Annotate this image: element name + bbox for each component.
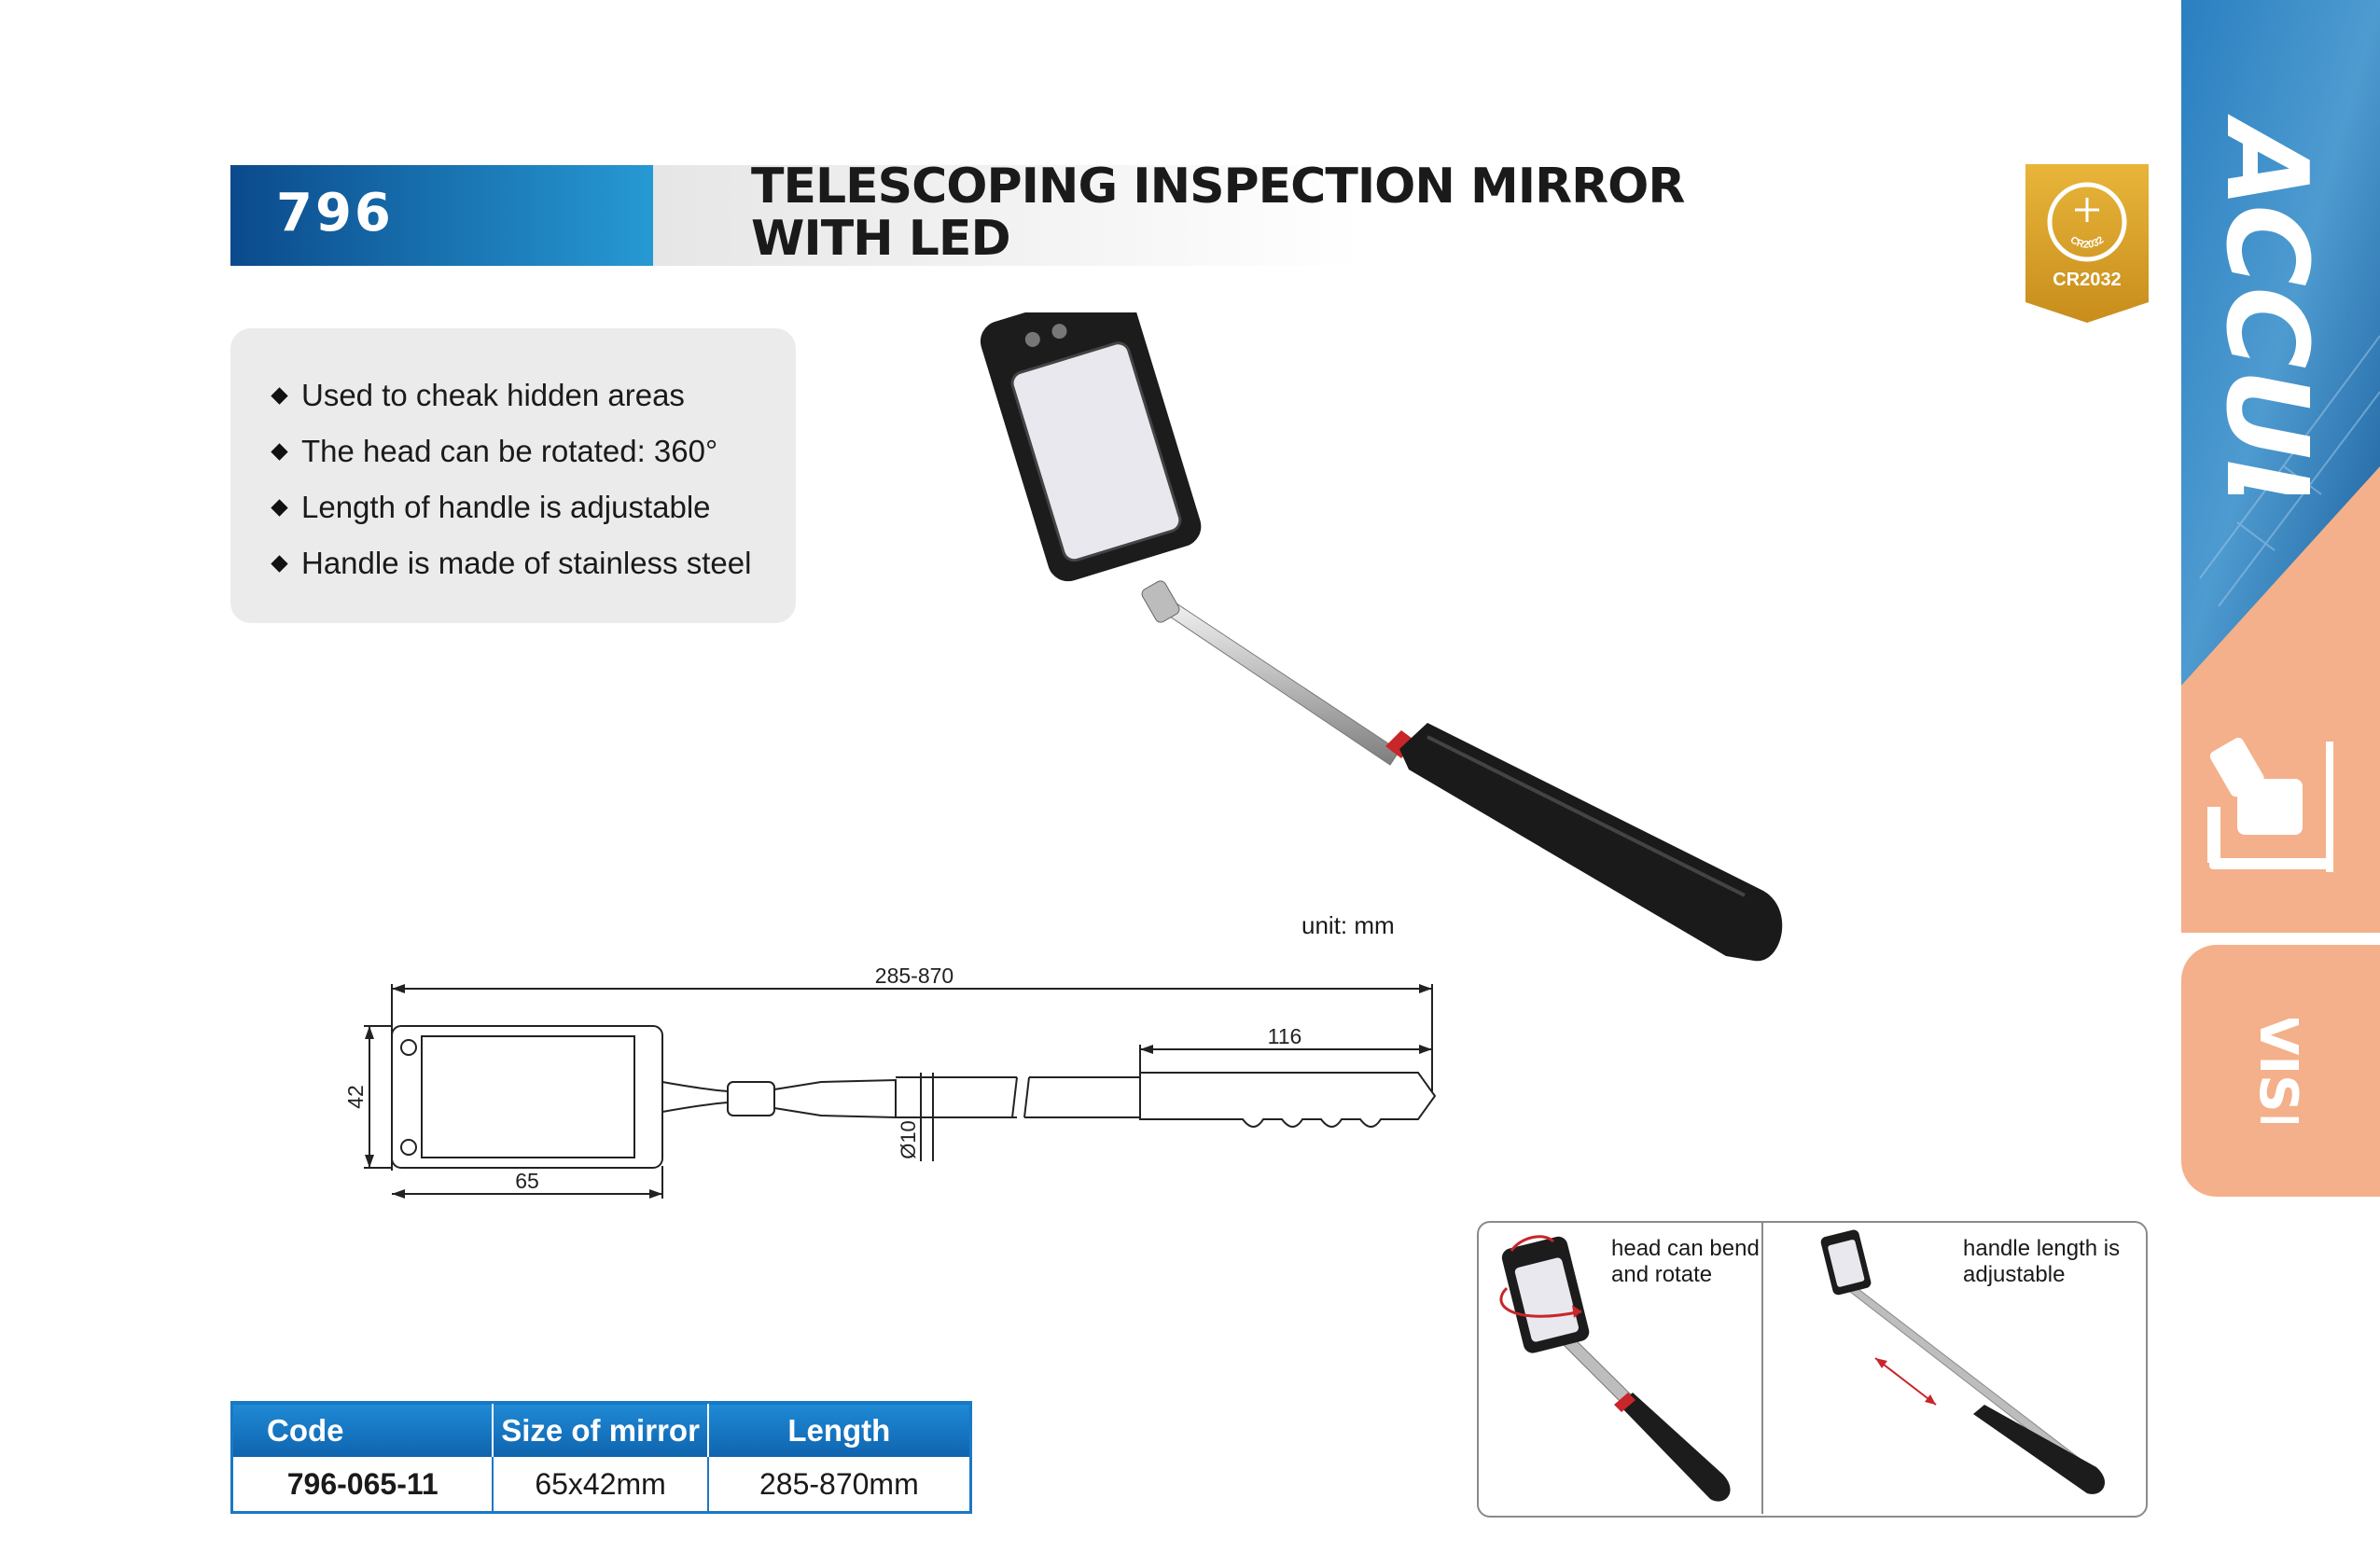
table-header-row: Code Size of mirror Length (231, 1402, 971, 1457)
feature-item: The head can be rotated: 360° (271, 423, 796, 479)
title-background (653, 165, 1362, 266)
table-row: 796-065-11 65x42mm 285-870mm (231, 1457, 971, 1513)
page-title: TELESCOPING INSPECTION MIRROR WITH LED (751, 159, 1685, 267)
battery-icon (2047, 182, 2127, 262)
col-length: Length (707, 1402, 971, 1457)
feature-bend-rotate: head can bend and rotate (1611, 1236, 1760, 1287)
model-number: 796 (276, 183, 394, 243)
col-code: Code (231, 1402, 494, 1457)
vision-label: VISION (2248, 1019, 2308, 1123)
brand-logo: ACCUD (2201, 114, 2331, 494)
badge-label: CR2032 (2053, 270, 2122, 290)
spec-table: Code Size of mirror Length 796-065-11 65… (230, 1401, 972, 1514)
microscope-icon (2207, 737, 2333, 872)
dim-tube-diameter: Ø10 (897, 1120, 920, 1159)
dim-total-length: 285-870 (875, 964, 953, 988)
panel-divider (1761, 1222, 1763, 1514)
feature-illustrations (1499, 1229, 2105, 1502)
cell-length: 285-870mm (707, 1457, 971, 1513)
feature-list: Used to cheak hidden areas The head can … (230, 328, 796, 591)
dim-mirror-height: 42 (343, 1085, 368, 1109)
technical-drawing: 285-870 116 65 42 Ø10 (343, 964, 1437, 1199)
cell-code: 796-065-11 (231, 1457, 494, 1513)
battery-badge: CR2032 (2025, 164, 2149, 323)
feature-list-box: Used to cheak hidden areas The head can … (230, 328, 796, 623)
microscope-panel (2181, 686, 2380, 933)
unit-label: unit: mm (1301, 911, 1395, 939)
feature-item: Length of handle is adjustable (271, 479, 796, 535)
dim-handle-length: 116 (1268, 1024, 1302, 1048)
vision-tab (2181, 945, 2380, 1197)
feature-item: Used to cheak hidden areas (271, 367, 796, 423)
dim-mirror-width: 65 (515, 1169, 539, 1193)
feature-handle-adjustable: handle length is adjustable (1963, 1236, 2121, 1287)
title-line-2: WITH LED (751, 211, 1011, 267)
title-line-1: TELESCOPING INSPECTION MIRROR (751, 159, 1685, 215)
product-photo (980, 312, 1783, 962)
feature-item: Handle is made of stainless steel (271, 535, 796, 591)
svg-text:CR2032: CR2032 (2068, 234, 2107, 250)
col-size: Size of mirror (493, 1402, 709, 1457)
side-brand-panel (2181, 0, 2380, 686)
model-banner (230, 165, 706, 266)
cell-size: 65x42mm (493, 1457, 709, 1513)
feature-panels (1477, 1221, 2148, 1518)
badge-inner-text: CR2032 (2068, 234, 2107, 250)
svg-text:ACCUD: ACCUD (2201, 114, 2331, 494)
svg-text:VISION: VISION (2248, 1019, 2308, 1123)
